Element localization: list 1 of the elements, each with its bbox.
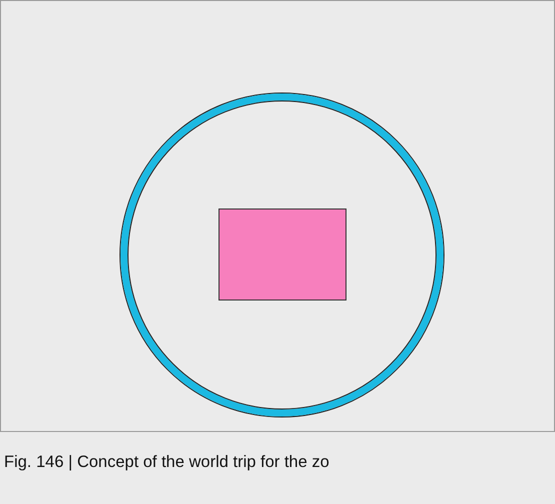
figure-caption: Fig. 146 | Concept of the world trip for the zo — [4, 453, 330, 472]
